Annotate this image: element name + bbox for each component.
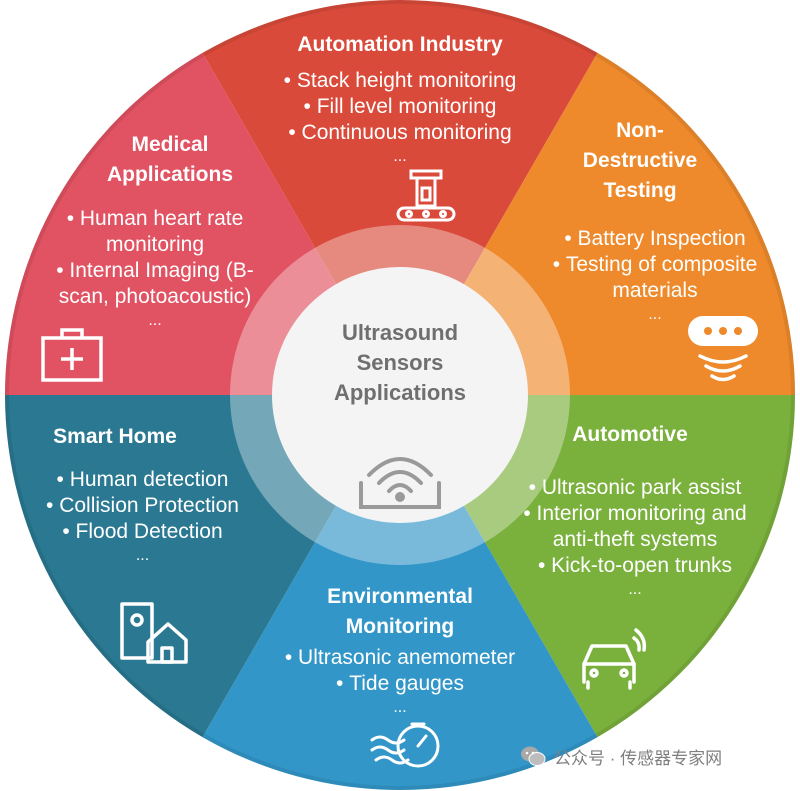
automotive-bullets: Ultrasonic park assist Interior monitori…	[490, 475, 780, 601]
automotive-bullet: Interior monitoring and	[490, 501, 780, 527]
center-disc	[272, 267, 528, 523]
environmental-title-line: Environmental	[327, 585, 473, 608]
automotive-bullet: Ultrasonic park assist	[490, 475, 780, 501]
ndt-bullet: Testing of composite	[520, 252, 790, 278]
smart-home-bullets: Human detection Collision Protection Flo…	[20, 467, 265, 567]
medical-bullet-continued: monitoring	[105, 233, 205, 256]
smart-home-bullet: Collision Protection	[20, 493, 265, 519]
automation-title-line: Automation Industry	[297, 33, 503, 56]
watermark: 公众号 · 传感器专家网	[518, 736, 788, 776]
automotive-title: Automotive	[550, 420, 710, 450]
automotive-more: ...	[628, 581, 642, 598]
automation-bullet: Fill level monitoring	[240, 94, 560, 120]
watermark-text: 公众号 · 传感器专家网	[554, 748, 723, 768]
ndt-title-line: Testing	[603, 179, 677, 202]
smart-home-bullet: Flood Detection	[20, 519, 265, 545]
center-title-line: Applications	[333, 380, 466, 405]
ndt-bullet: Battery Inspection	[520, 226, 790, 252]
automotive-bullet-continued: anti-theft systems	[552, 528, 718, 551]
medical-title-line: Applications	[106, 163, 233, 186]
center-title-line: Sensors	[356, 350, 444, 375]
smart-home-title: Smart Home	[25, 422, 205, 452]
automation-bullet: Stack height monitoring	[240, 68, 560, 94]
medical-bullet: Human heart rate	[20, 206, 290, 232]
wechat-icon	[521, 746, 546, 766]
medical-title-line: Medical	[131, 133, 209, 156]
connected-car-icon	[582, 628, 647, 690]
speaker-home-icon	[120, 602, 188, 664]
medical-bullets: Human heart rate monitoring Internal Ima…	[20, 206, 290, 332]
center-title: Ultrasound Sensors Applications	[290, 318, 510, 408]
outer-rim	[5, 0, 795, 790]
ndt-title-line: Non-	[616, 119, 664, 142]
ndt-title: Non- Destructive Testing	[560, 116, 720, 206]
automotive-bullet: Kick-to-open trunks	[490, 553, 780, 579]
wireless-sensor-icon	[359, 457, 441, 509]
environmental-more: ...	[393, 699, 407, 716]
smart-home-more: ...	[135, 547, 150, 564]
environmental-title: Environmental Monitoring	[280, 582, 520, 642]
ndt-more: ...	[648, 306, 662, 323]
automotive-title-line: Automotive	[572, 423, 688, 446]
environmental-bullets: Ultrasonic anemometer Tide gauges ...	[245, 645, 555, 719]
automation-title: Automation Industry	[250, 30, 550, 60]
ndt-bullets: Battery Inspection Testing of composite …	[520, 226, 790, 326]
medical-bullet: Internal Imaging (B-	[20, 258, 290, 284]
environmental-bullet: Tide gauges	[245, 671, 555, 697]
environmental-title-line: Monitoring	[345, 615, 455, 638]
medical-kit-icon	[41, 328, 103, 382]
medical-more: ...	[148, 312, 162, 329]
medical-title: Medical Applications	[80, 130, 260, 190]
automation-bullets: Stack height monitoring Fill level monit…	[240, 68, 560, 168]
ndt-title-line: Destructive	[582, 149, 698, 172]
automation-bullet: Continuous monitoring	[240, 120, 560, 146]
automation-more: ...	[393, 148, 407, 165]
ndt-segment	[400, 52, 795, 396]
medical-bullet-continued: scan, photoacoustic)	[58, 285, 252, 308]
smart-home-bullet: Human detection	[20, 467, 265, 493]
scanner-device-icon	[688, 316, 758, 382]
smart-home-title-line: Smart Home	[53, 425, 177, 448]
wind-gauge-icon	[370, 722, 440, 768]
ndt-bullet-continued: materials	[612, 279, 698, 302]
center-title-line: Ultrasound	[341, 320, 459, 345]
environmental-bullet: Ultrasonic anemometer	[245, 645, 555, 671]
factory-machine-icon	[396, 169, 456, 222]
